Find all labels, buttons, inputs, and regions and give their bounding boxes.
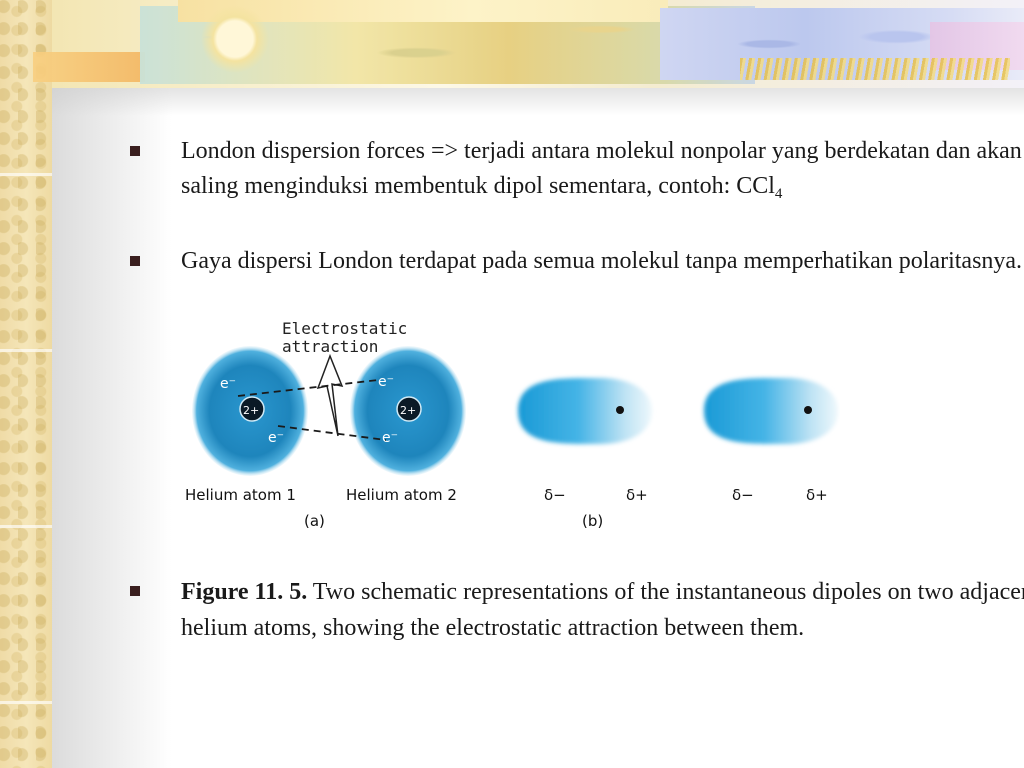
nucleus-2-label: 2+ — [400, 404, 416, 417]
banner-orange-band — [33, 52, 145, 82]
helium-atom-2-label: Helium atom 2 — [346, 486, 457, 504]
left-shadow — [52, 88, 172, 768]
left-textured-strip — [0, 0, 52, 768]
electron-2a-label: e⁻ — [378, 374, 394, 390]
helium-dipole-figure: Electrostatic attraction 2+ e⁻ e⁻ 2+ e⁻ … — [185, 319, 838, 530]
nucleus-1-label: 2+ — [243, 404, 259, 417]
electron-1b-label: e⁻ — [268, 430, 284, 446]
panel-b-label: (b) — [582, 512, 603, 530]
banner-leaf — [200, 4, 270, 74]
dipole-1-delta-plus: δ+ — [626, 486, 648, 504]
attraction-line-bottom — [277, 425, 387, 441]
annotation-electrostatic: Electrostatic — [282, 319, 407, 338]
bullet-item-figure-caption: Figure 11. 5. Two schematic representati… — [128, 574, 1024, 646]
dipole-1 — [518, 377, 652, 445]
dipole-2 — [704, 377, 838, 445]
nucleus-2 — [396, 396, 422, 422]
bullet-text: London dispersion forces => terjadi anta… — [181, 138, 1022, 199]
helium-atom-1-label: Helium atom 1 — [185, 486, 296, 504]
dipole-2-delta-plus: δ+ — [806, 486, 828, 504]
annotation-pointer — [316, 353, 344, 437]
nucleus-1 — [239, 396, 265, 422]
banner-yellow-block — [178, 0, 668, 22]
bullet-square-icon — [130, 256, 140, 266]
bullet-text: Gaya dispersi London terdapat pada semua… — [181, 248, 1023, 274]
electron-1a-label: e⁻ — [220, 376, 236, 392]
dipole-2-delta-minus: δ− — [732, 486, 754, 504]
banner-straw — [740, 58, 1010, 80]
dipole-1-nucleus — [616, 406, 624, 414]
bullet-item-london-dispersion: London dispersion forces => terjadi anta… — [128, 134, 1024, 204]
annotation-attraction: attraction — [282, 337, 378, 356]
bullet-square-icon — [130, 146, 140, 156]
top-shadow-band — [52, 88, 1024, 116]
figure-caption-label: Figure 11. 5. — [181, 579, 308, 605]
electron-2b-label: e⁻ — [382, 430, 398, 446]
dipole-1-delta-minus: δ− — [544, 486, 566, 504]
bullet-item-gaya-dispersi: Gaya dispersi London terdapat pada semua… — [128, 244, 1024, 279]
figure-caption-text: Two schematic representations of the ins… — [181, 579, 1024, 641]
bullet-square-icon — [130, 586, 140, 596]
subscript-4: 4 — [774, 186, 783, 202]
panel-a-label: (a) — [304, 512, 325, 530]
dipole-2-nucleus — [804, 406, 812, 414]
